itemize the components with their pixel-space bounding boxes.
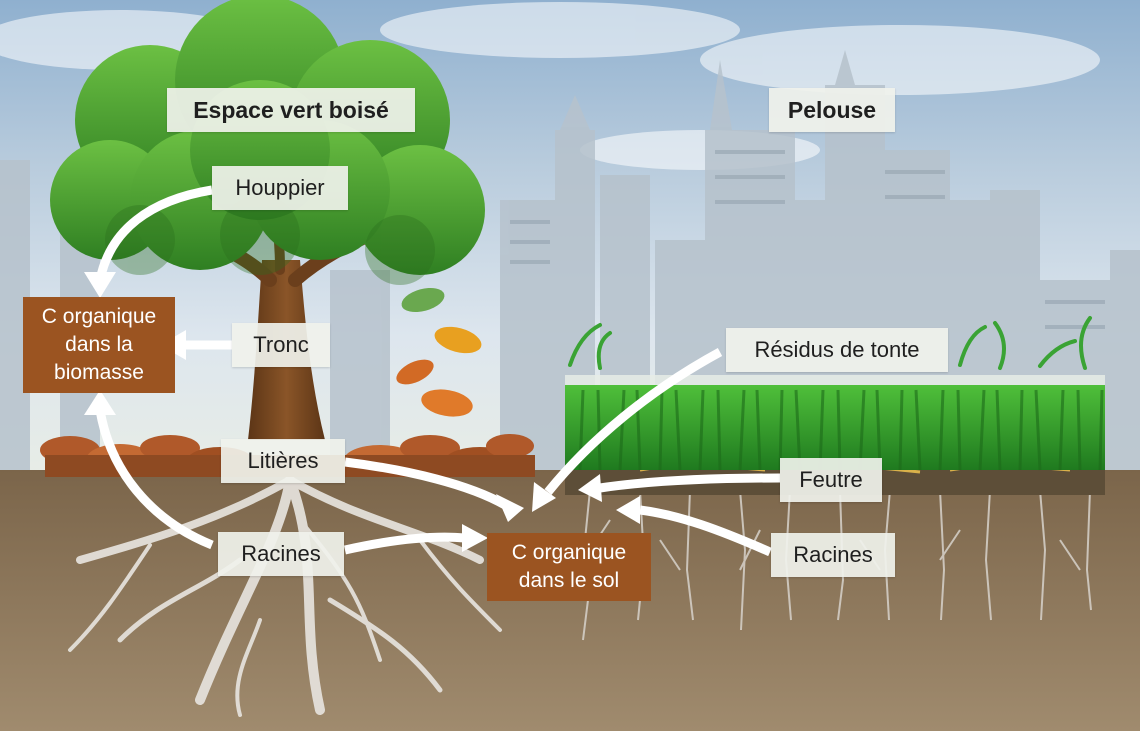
box-carbon-soil: C organique dans le sol xyxy=(487,533,651,601)
building-windows xyxy=(510,150,1105,329)
label-racines-tree: Racines xyxy=(218,532,344,576)
label-residus-de-tonte: Résidus de tonte xyxy=(726,328,948,372)
label-houppier: Houppier xyxy=(212,166,348,210)
mowing-line xyxy=(565,375,1105,385)
box-carbon-biomass: C organique dans la biomasse xyxy=(23,297,175,393)
falling-leaves xyxy=(396,287,482,417)
box-carbon-soil-line-2: dans le sol xyxy=(518,569,620,592)
arrow-litieres-soil-head xyxy=(496,494,524,522)
arrow-racines-biomass-head xyxy=(84,390,116,415)
grass-block xyxy=(565,385,1105,470)
arrow-houppier-biomass xyxy=(95,185,213,281)
flow-arrows xyxy=(84,185,781,557)
arrow-racines-soil xyxy=(344,532,466,555)
arrow-feutre-soil-head xyxy=(578,474,602,502)
arrow-residus-soil-head xyxy=(532,482,556,512)
label-litieres: Litières xyxy=(221,439,345,483)
box-carbon-biomass-line-3: biomasse xyxy=(54,361,144,384)
arrow-feutre-soil xyxy=(599,473,781,493)
arrow-racines-lawn-soil xyxy=(639,505,772,557)
box-carbon-biomass-line-2: dans la xyxy=(65,333,133,356)
label-racines-lawn: Racines xyxy=(771,533,895,577)
arrow-litieres-soil xyxy=(344,457,508,509)
arrow-racines-lawn-soil-head xyxy=(616,496,640,524)
canopy-shade xyxy=(105,195,435,285)
label-tronc: Tronc xyxy=(232,323,330,367)
arrow-residus-soil xyxy=(544,348,723,495)
grass-clippings xyxy=(568,316,1092,370)
arrow-racines-biomass xyxy=(95,409,214,550)
arrow-racines-soil-head xyxy=(462,524,488,552)
box-carbon-soil-line-1: C organique xyxy=(511,541,627,564)
title-lawn: Pelouse xyxy=(769,88,895,132)
arrow-houppier-biomass-head xyxy=(84,272,116,298)
grass-blades xyxy=(578,389,1104,471)
title-wooded-green-space: Espace vert boisé xyxy=(167,88,415,132)
label-feutre: Feutre xyxy=(780,458,882,502)
box-carbon-biomass-line-1: C organique xyxy=(41,305,157,328)
